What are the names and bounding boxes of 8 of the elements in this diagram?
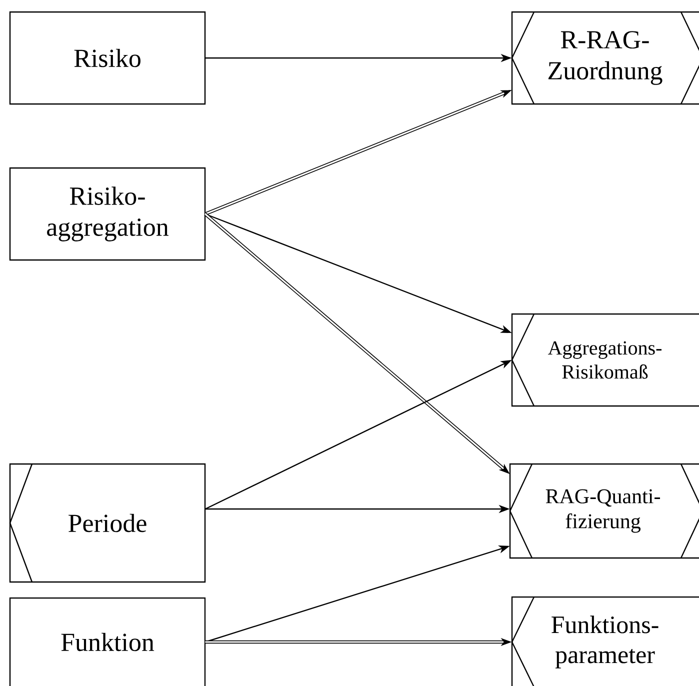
- entity-box: Funktion: [9, 597, 206, 686]
- entity-box: Risiko- aggregation: [9, 167, 206, 261]
- relationship-box: Aggregations- Risikomaß: [511, 313, 699, 407]
- relationship-box: Funktions- parameter: [511, 596, 699, 686]
- relationship-box: RAG-Quanti- fizierung: [509, 463, 699, 559]
- relationship-box: Periode: [9, 463, 206, 583]
- relationship-box: R-RAG- Zuordnung: [511, 11, 699, 105]
- entity-box: Risiko: [9, 11, 206, 105]
